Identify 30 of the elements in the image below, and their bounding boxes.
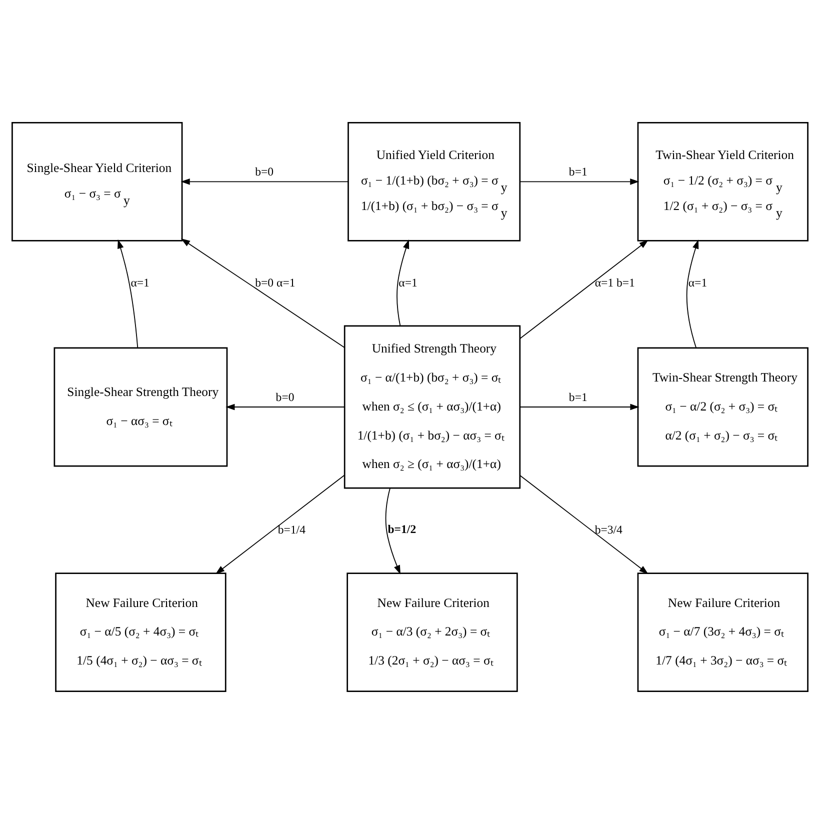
node-box: Unified Strength Theory σ₁ − α/(1+b) (bσ₂ + σ₃) = σₜ when σ₂ ≤ (σ₁ + ασ₃)/(1+α) 1/(1+b) (σ₁ + bσ₂) − ασ₃ = σₜ when σ₂ ≥ (σ₁ + ασ₃)/(1+α) <box>344 324 521 488</box>
edge-label: b=0 <box>255 164 274 178</box>
edge-label: b=1/4 <box>278 522 306 536</box>
edge-label: b=0 <box>276 390 294 404</box>
edge-label: b=1 <box>568 164 588 178</box>
node-box: Twin-Shear Strength Theory σ₁ − α/2 (σ₂ + σ₃) = σₜ α/2 (σ₁ + σ₂) − σ₃ = σₜ <box>637 346 808 466</box>
edge-label: α=1 b=1 <box>594 274 635 289</box>
edge-label: α=1 <box>688 274 708 289</box>
arrow <box>118 238 138 348</box>
edge-label: α=1 <box>130 274 150 289</box>
arrow <box>686 239 699 348</box>
edge-label: b=0 α=1 <box>255 274 296 289</box>
edge-label: b=3/4 <box>594 522 622 536</box>
arrow <box>180 238 345 348</box>
arrow <box>385 487 400 574</box>
arrow <box>396 239 410 326</box>
node-box: Single-Shear Strength Theory σ₁ − ασ₃ = σₜ <box>54 346 228 466</box>
node-box: New Failure Criterion σ₁ − α/7 (3σ₂ + 4σ₃) = σₜ 1/7 (4σ₁ + 3σ₂) − ασ₃ = σₜ <box>637 572 808 692</box>
arrow <box>520 403 640 410</box>
node-box: New Failure Criterion σ₁ − α/5 (σ₂ + 4σ₃) = σₜ 1/5 (4σ₁ + σ₂) − ασ₃ = σₜ <box>55 572 226 692</box>
arrow <box>226 403 345 410</box>
edge-label: b=1 <box>568 390 588 404</box>
arrow <box>215 474 345 574</box>
arrow <box>520 239 648 338</box>
arrow <box>520 474 648 574</box>
node-box: New Failure Criterion σ₁ − α/3 (σ₂ + 2σ₃) = σₜ 1/3 (2σ₁ + σ₂) − ασ₃ = σₜ <box>346 572 518 692</box>
arrow <box>519 178 640 184</box>
arrow <box>180 178 349 184</box>
edge-label: α=1 <box>398 274 418 289</box>
edge-label: b=1/2 <box>388 521 416 536</box>
